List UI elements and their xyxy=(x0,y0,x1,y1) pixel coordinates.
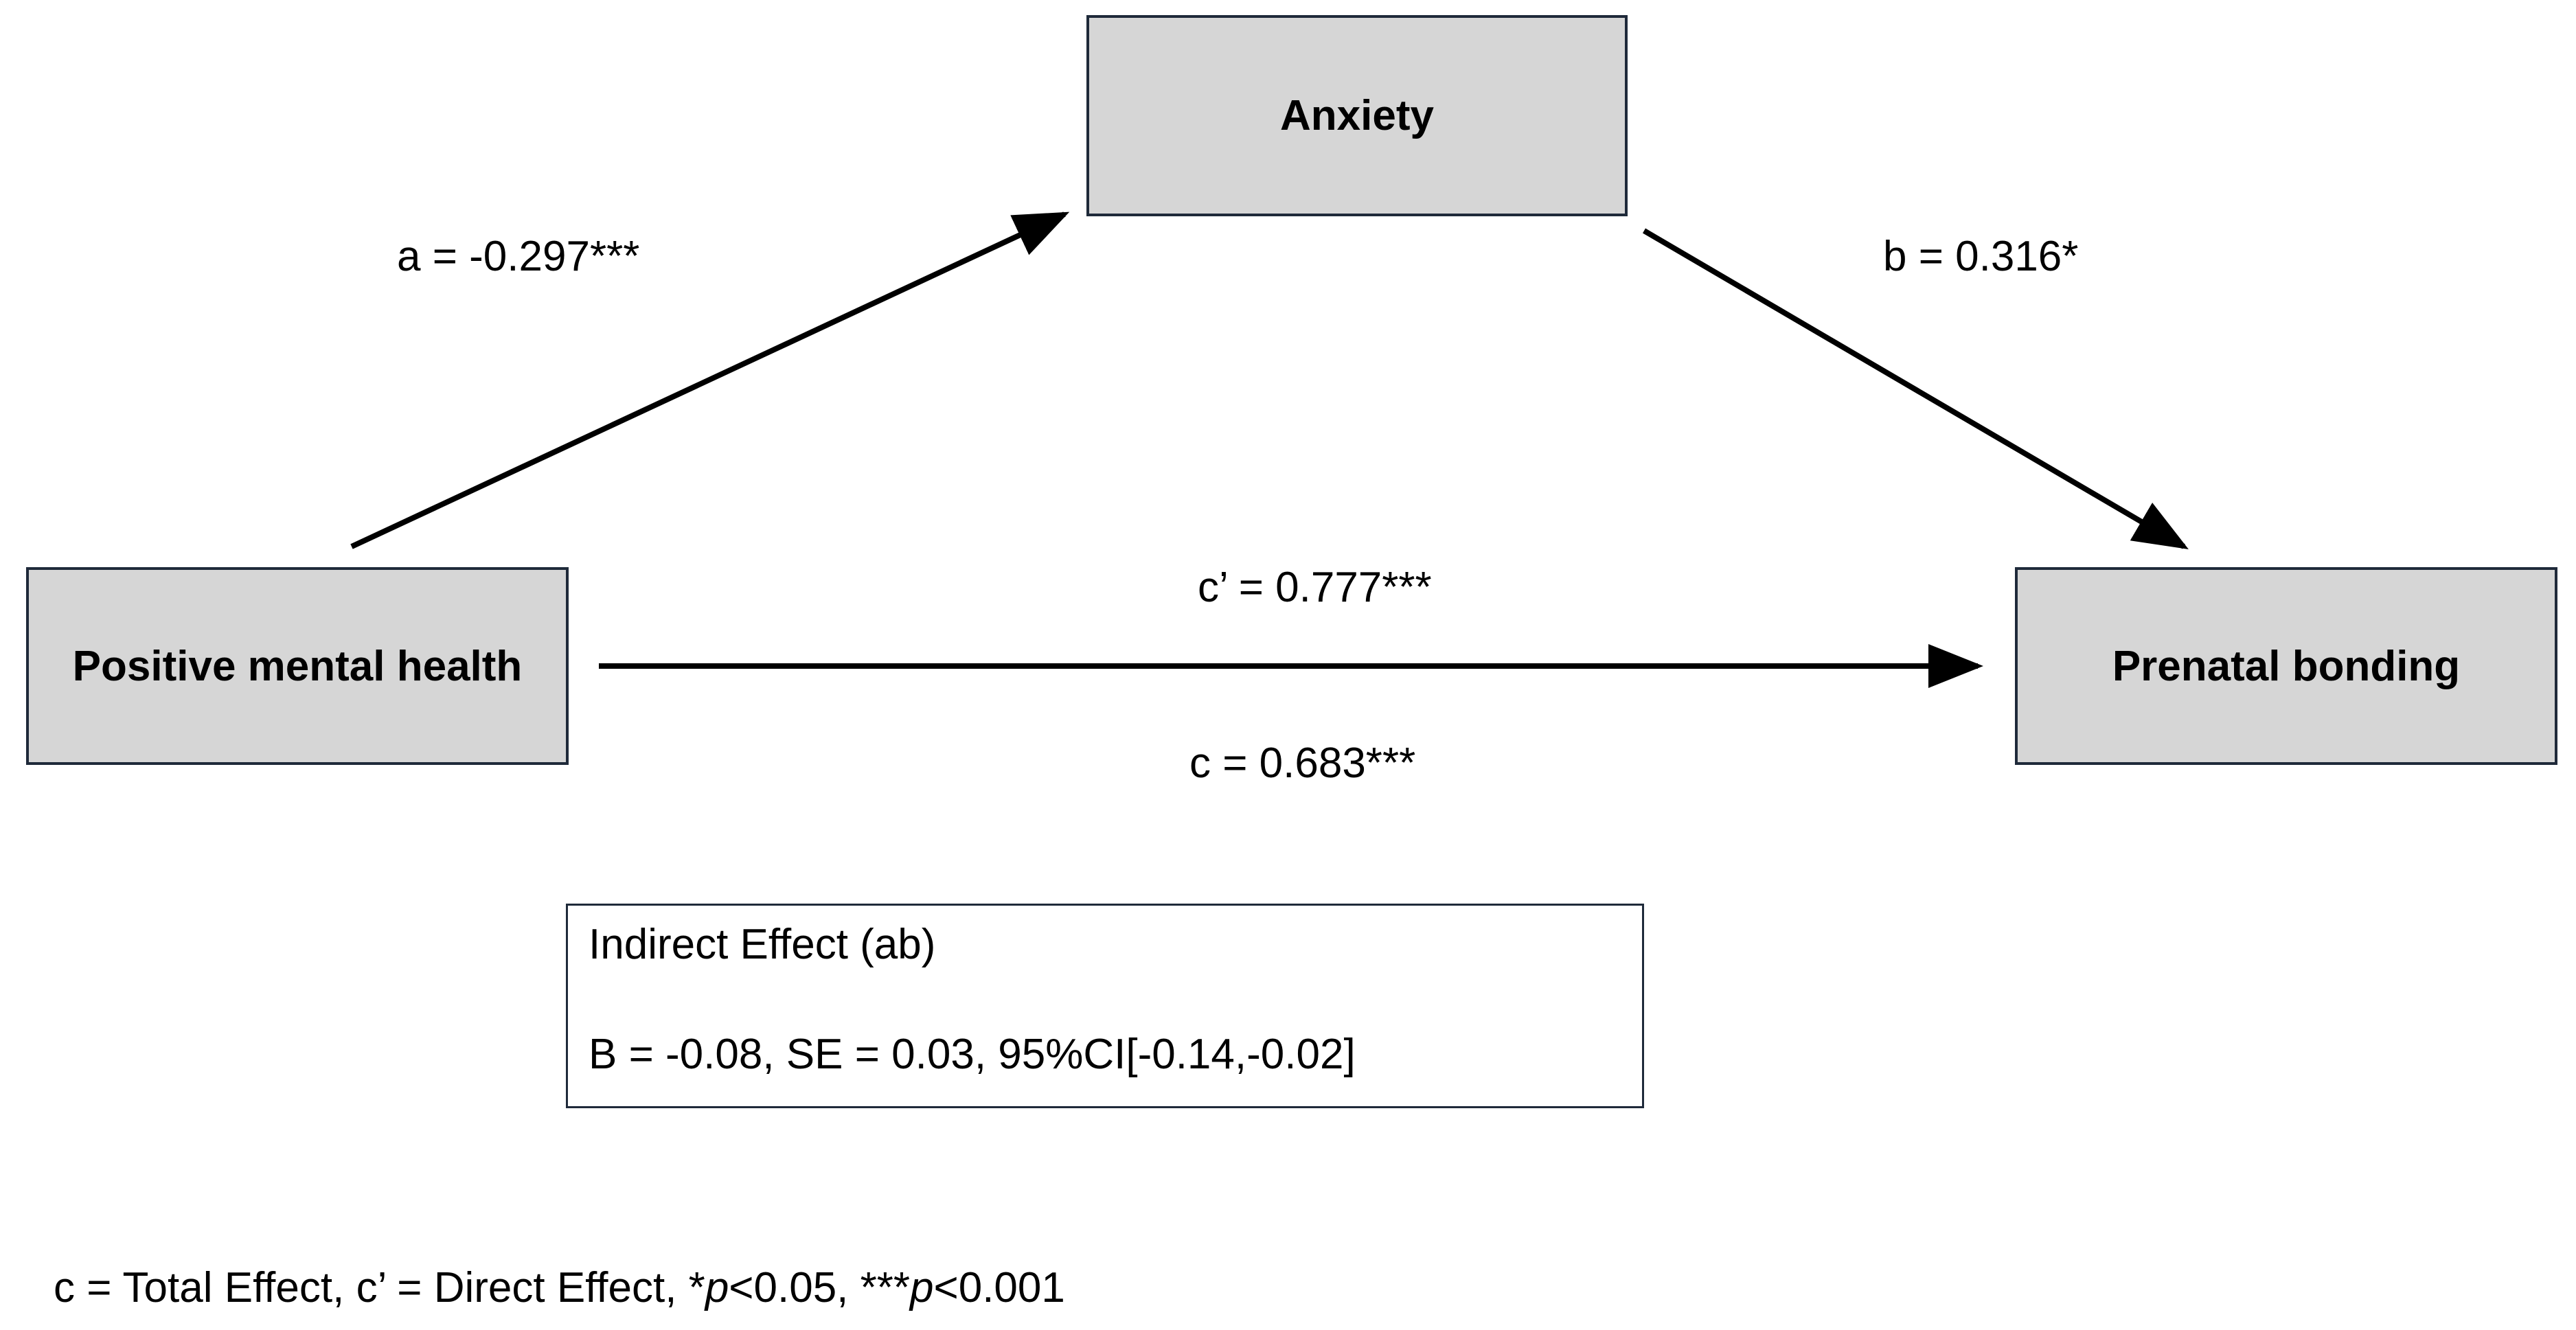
footnote-p-symbol-1: p xyxy=(705,1264,729,1311)
outcome-label: Prenatal bonding xyxy=(2112,642,2461,690)
footnote-p-symbol-2: p xyxy=(910,1264,934,1311)
mediator-label: Anxiety xyxy=(1280,92,1434,139)
footnote-part-1: c = Total Effect, c’ = Direct Effect, * xyxy=(54,1264,705,1311)
path-c-coefficient: c = 0.683*** xyxy=(1189,739,1416,787)
indirect-effect-box: Indirect Effect (ab) B = -0.08, SE = 0.0… xyxy=(566,904,1644,1108)
indirect-effect-title: Indirect Effect (ab) xyxy=(589,921,936,968)
mediator-node-anxiety: Anxiety xyxy=(1086,15,1628,216)
path-a-coefficient: a = -0.297*** xyxy=(397,233,640,280)
path-c-prime-coefficient: c’ = 0.777*** xyxy=(1198,564,1432,611)
path-b-coefficient: b = 0.316* xyxy=(1883,233,2079,280)
footnote: c = Total Effect, c’ = Direct Effect, *p… xyxy=(54,1263,1065,1312)
predictor-label: Positive mental health xyxy=(72,642,523,690)
footnote-part-3: <0.001 xyxy=(933,1264,1065,1311)
indirect-effect-stats: B = -0.08, SE = 0.03, 95%CI[-0.14,-0.02] xyxy=(589,1031,1356,1078)
predictor-node-positive-mental-health: Positive mental health xyxy=(26,567,569,765)
outcome-node-prenatal-bonding: Prenatal bonding xyxy=(2015,567,2557,765)
footnote-part-2: <0.05, *** xyxy=(729,1264,911,1311)
